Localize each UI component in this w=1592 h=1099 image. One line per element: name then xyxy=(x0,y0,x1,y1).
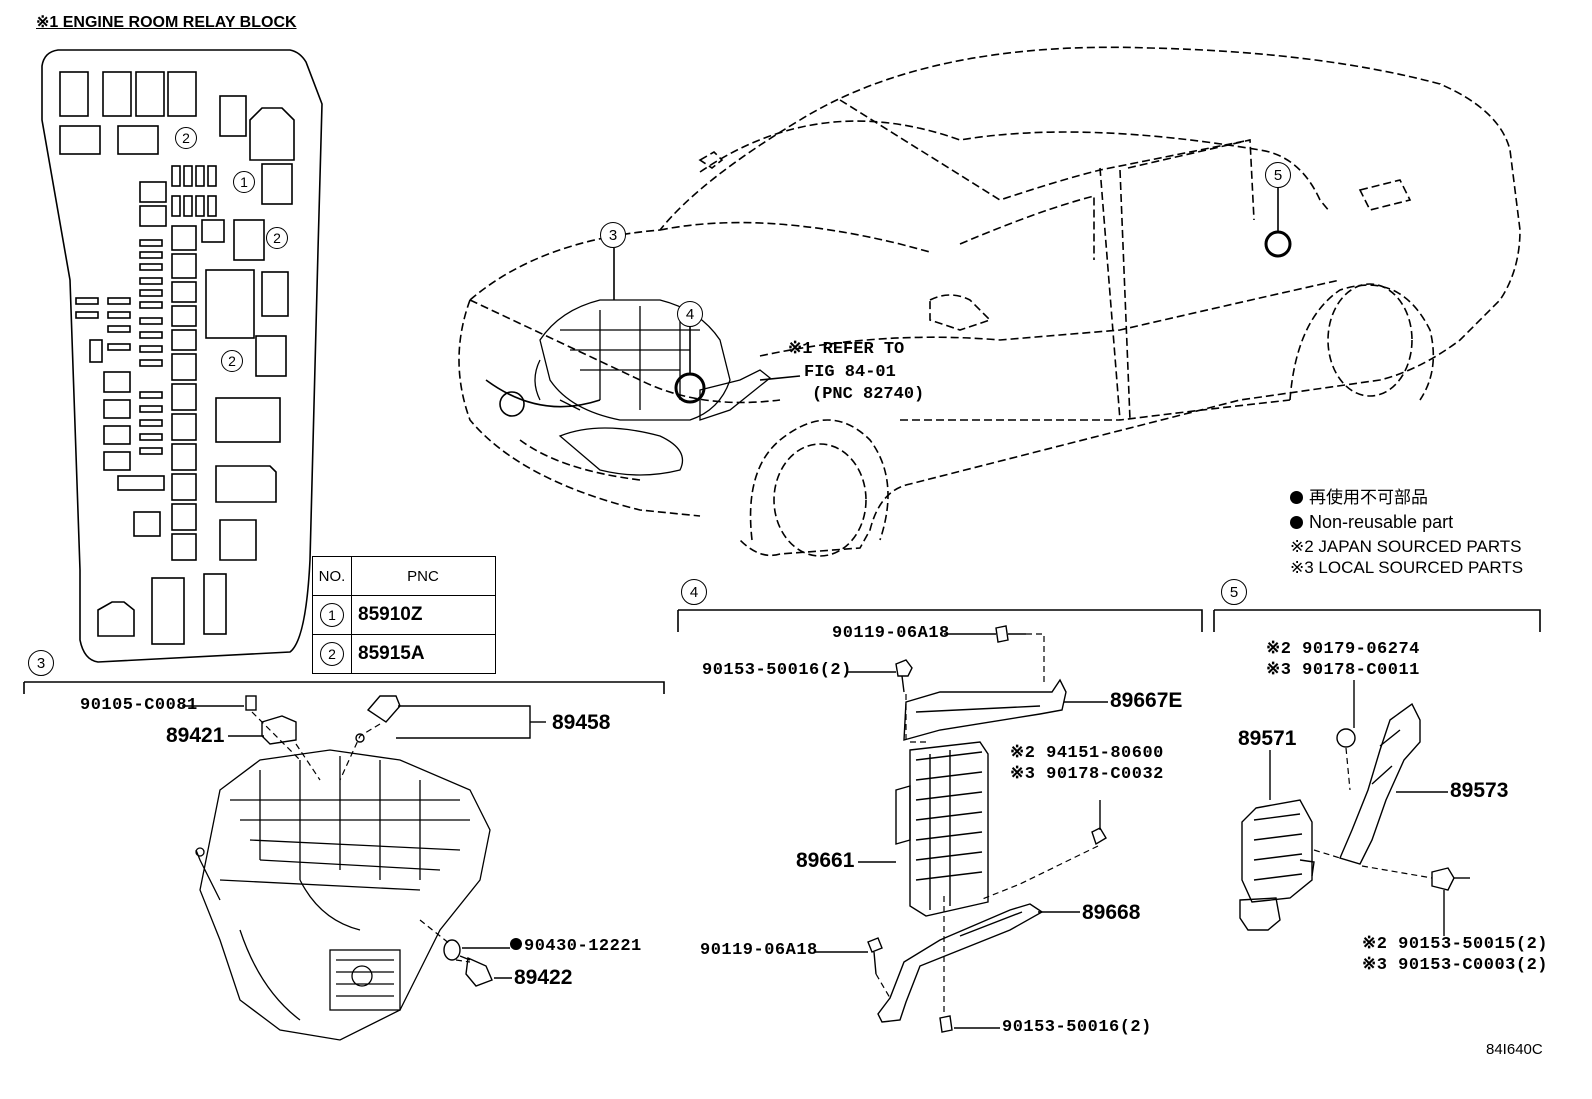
part-89667E[interactable]: 89667E xyxy=(1110,689,1183,712)
figure-code: 84I640C xyxy=(1486,1041,1543,1058)
car-callout-4[interactable]: 4 xyxy=(677,301,703,327)
pnc-row: 1 85910Z xyxy=(312,595,496,635)
pnc-table: NO. PNC 1 85910Z 2 85915A xyxy=(312,556,496,674)
pnc-header-pnc: PNC xyxy=(351,556,496,596)
section-3-marker: 3 xyxy=(28,650,54,676)
legend-non-reusable-jp: 再使用不可部品 xyxy=(1290,489,1428,506)
refer-line-1: ※1 REFER TO xyxy=(788,340,905,359)
part-94151-80600[interactable]: ※2 94151-80600 xyxy=(1010,744,1164,763)
pnc-row-no: 1 xyxy=(320,603,344,627)
relay-marker-1[interactable]: 1 xyxy=(233,171,255,193)
non-reusable-dot-icon xyxy=(1290,516,1303,529)
section-5-marker: 5 xyxy=(1221,579,1247,605)
pnc-row-value[interactable]: 85915A xyxy=(351,634,496,674)
legend-non-reusable-en: Non-reusable part xyxy=(1290,513,1453,531)
part-90119-06A18-bottom[interactable]: 90119-06A18 xyxy=(700,941,818,960)
part-90105-C0081[interactable]: 90105-C0081 xyxy=(80,696,198,715)
part-90178-C0032[interactable]: ※3 90178-C0032 xyxy=(1010,765,1164,784)
part-89458[interactable]: 89458 xyxy=(552,711,611,734)
part-90153-50015[interactable]: ※2 90153-50015(2) xyxy=(1362,935,1548,954)
relay-block-outline xyxy=(41,49,323,663)
part-89661[interactable]: 89661 xyxy=(796,849,855,872)
part-89573[interactable]: 89573 xyxy=(1450,779,1509,802)
pnc-row-no: 2 xyxy=(320,642,344,666)
relay-marker-2c[interactable]: 2 xyxy=(221,350,243,372)
pnc-table-header: NO. PNC xyxy=(312,556,496,596)
part-89668[interactable]: 89668 xyxy=(1082,901,1141,924)
pnc-row-value[interactable]: 85910Z xyxy=(351,595,496,635)
legend-jp-text: 再使用不可部品 xyxy=(1309,488,1428,507)
pnc-header-no: NO. xyxy=(312,556,352,596)
legend-en-text: Non-reusable part xyxy=(1309,512,1454,532)
part-89571[interactable]: 89571 xyxy=(1238,727,1297,750)
part-90178-C0011[interactable]: ※3 90178-C0011 xyxy=(1266,661,1420,680)
section-4-marker: 4 xyxy=(681,579,707,605)
relay-marker-2b[interactable]: 2 xyxy=(266,227,288,249)
part-90153-50016-bottom[interactable]: 90153-50016(2) xyxy=(1002,1018,1152,1037)
part-90119-06A18-top[interactable]: 90119-06A18 xyxy=(832,624,950,643)
part-89422[interactable]: 89422 xyxy=(514,966,573,989)
refer-line-3: (PNC 82740) xyxy=(812,385,925,404)
car-callout-5[interactable]: 5 xyxy=(1265,162,1291,188)
car-callout-3[interactable]: 3 xyxy=(600,222,626,248)
part-90153-C0003[interactable]: ※3 90153-C0003(2) xyxy=(1362,956,1548,975)
relay-block-title: ※1 ENGINE ROOM RELAY BLOCK xyxy=(36,14,297,31)
relay-marker-2a[interactable]: 2 xyxy=(175,127,197,149)
part-90430-12221[interactable]: 90430-12221 xyxy=(524,937,642,956)
non-reusable-dot-icon xyxy=(1290,491,1303,504)
legend-local-sourced: ※3 LOCAL SOURCED PARTS xyxy=(1290,558,1524,577)
legend-japan-sourced: ※2 JAPAN SOURCED PARTS xyxy=(1290,537,1522,556)
car-body xyxy=(469,46,1521,557)
pnc-row: 2 85915A xyxy=(312,634,496,674)
part-90153-50016-top[interactable]: 90153-50016(2) xyxy=(702,661,852,680)
part-89421[interactable]: 89421 xyxy=(166,724,225,747)
refer-line-2[interactable]: FIG 84-01 xyxy=(804,363,896,382)
part-90179-06274[interactable]: ※2 90179-06274 xyxy=(1266,640,1420,659)
